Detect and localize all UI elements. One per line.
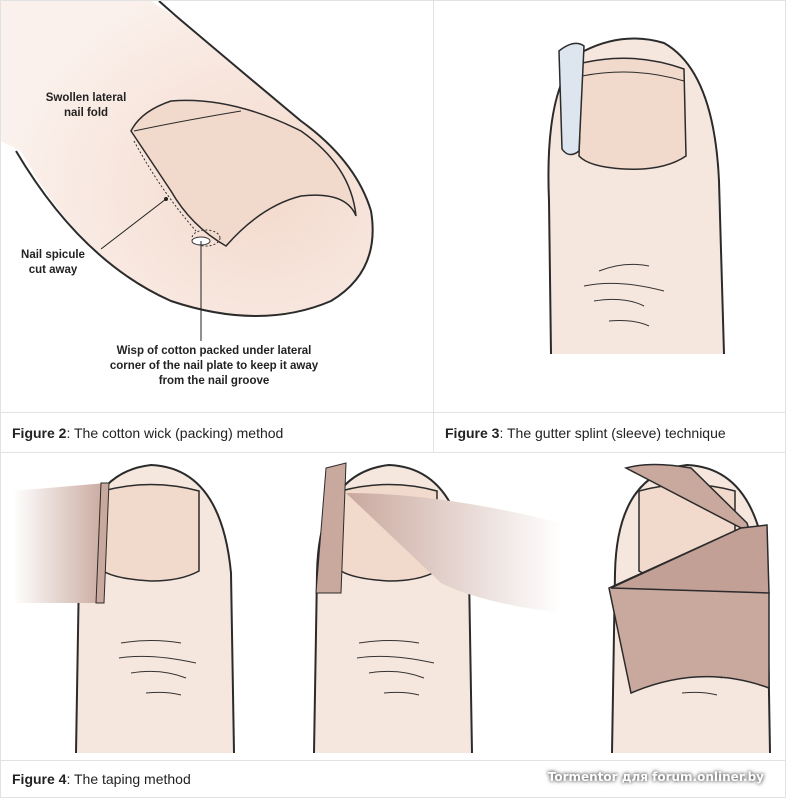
figure-3-cell [433,0,786,413]
figure-2-illustration [1,1,374,341]
figure-3-caption-text: : The gutter splint (sleeve) technique [499,424,726,441]
watermark: Tormentor для forum.onliner.by [547,770,764,784]
figure-4-cell [0,452,786,761]
figure-4-illustration [13,462,771,754]
figure-4-number: Figure 4 [12,771,67,787]
figure-2-caption-text: : The cotton wick (packing) method [66,424,284,441]
figure-3-number: Figure 3 [445,424,500,441]
figure-3-caption: Figure 3: The gutter splint (sleeve) tec… [433,412,786,453]
figure-3-illustration [547,37,725,355]
figure-4-caption-text: : The taping method [66,771,191,787]
label-cotton-wisp: Wisp of cotton packed under lateral corn… [109,345,319,387]
label-swollen-nail-fold: Swollen lateral nail fold [45,92,127,119]
figure-2-caption: Figure 2: The cotton wick (packing) meth… [0,412,434,453]
figure-2-number: Figure 2 [12,424,67,441]
label-nail-spicule: Nail spicule cut away [21,249,85,276]
figure-2-cell: Swollen lateral nail fold Nail spicule c… [0,0,434,413]
